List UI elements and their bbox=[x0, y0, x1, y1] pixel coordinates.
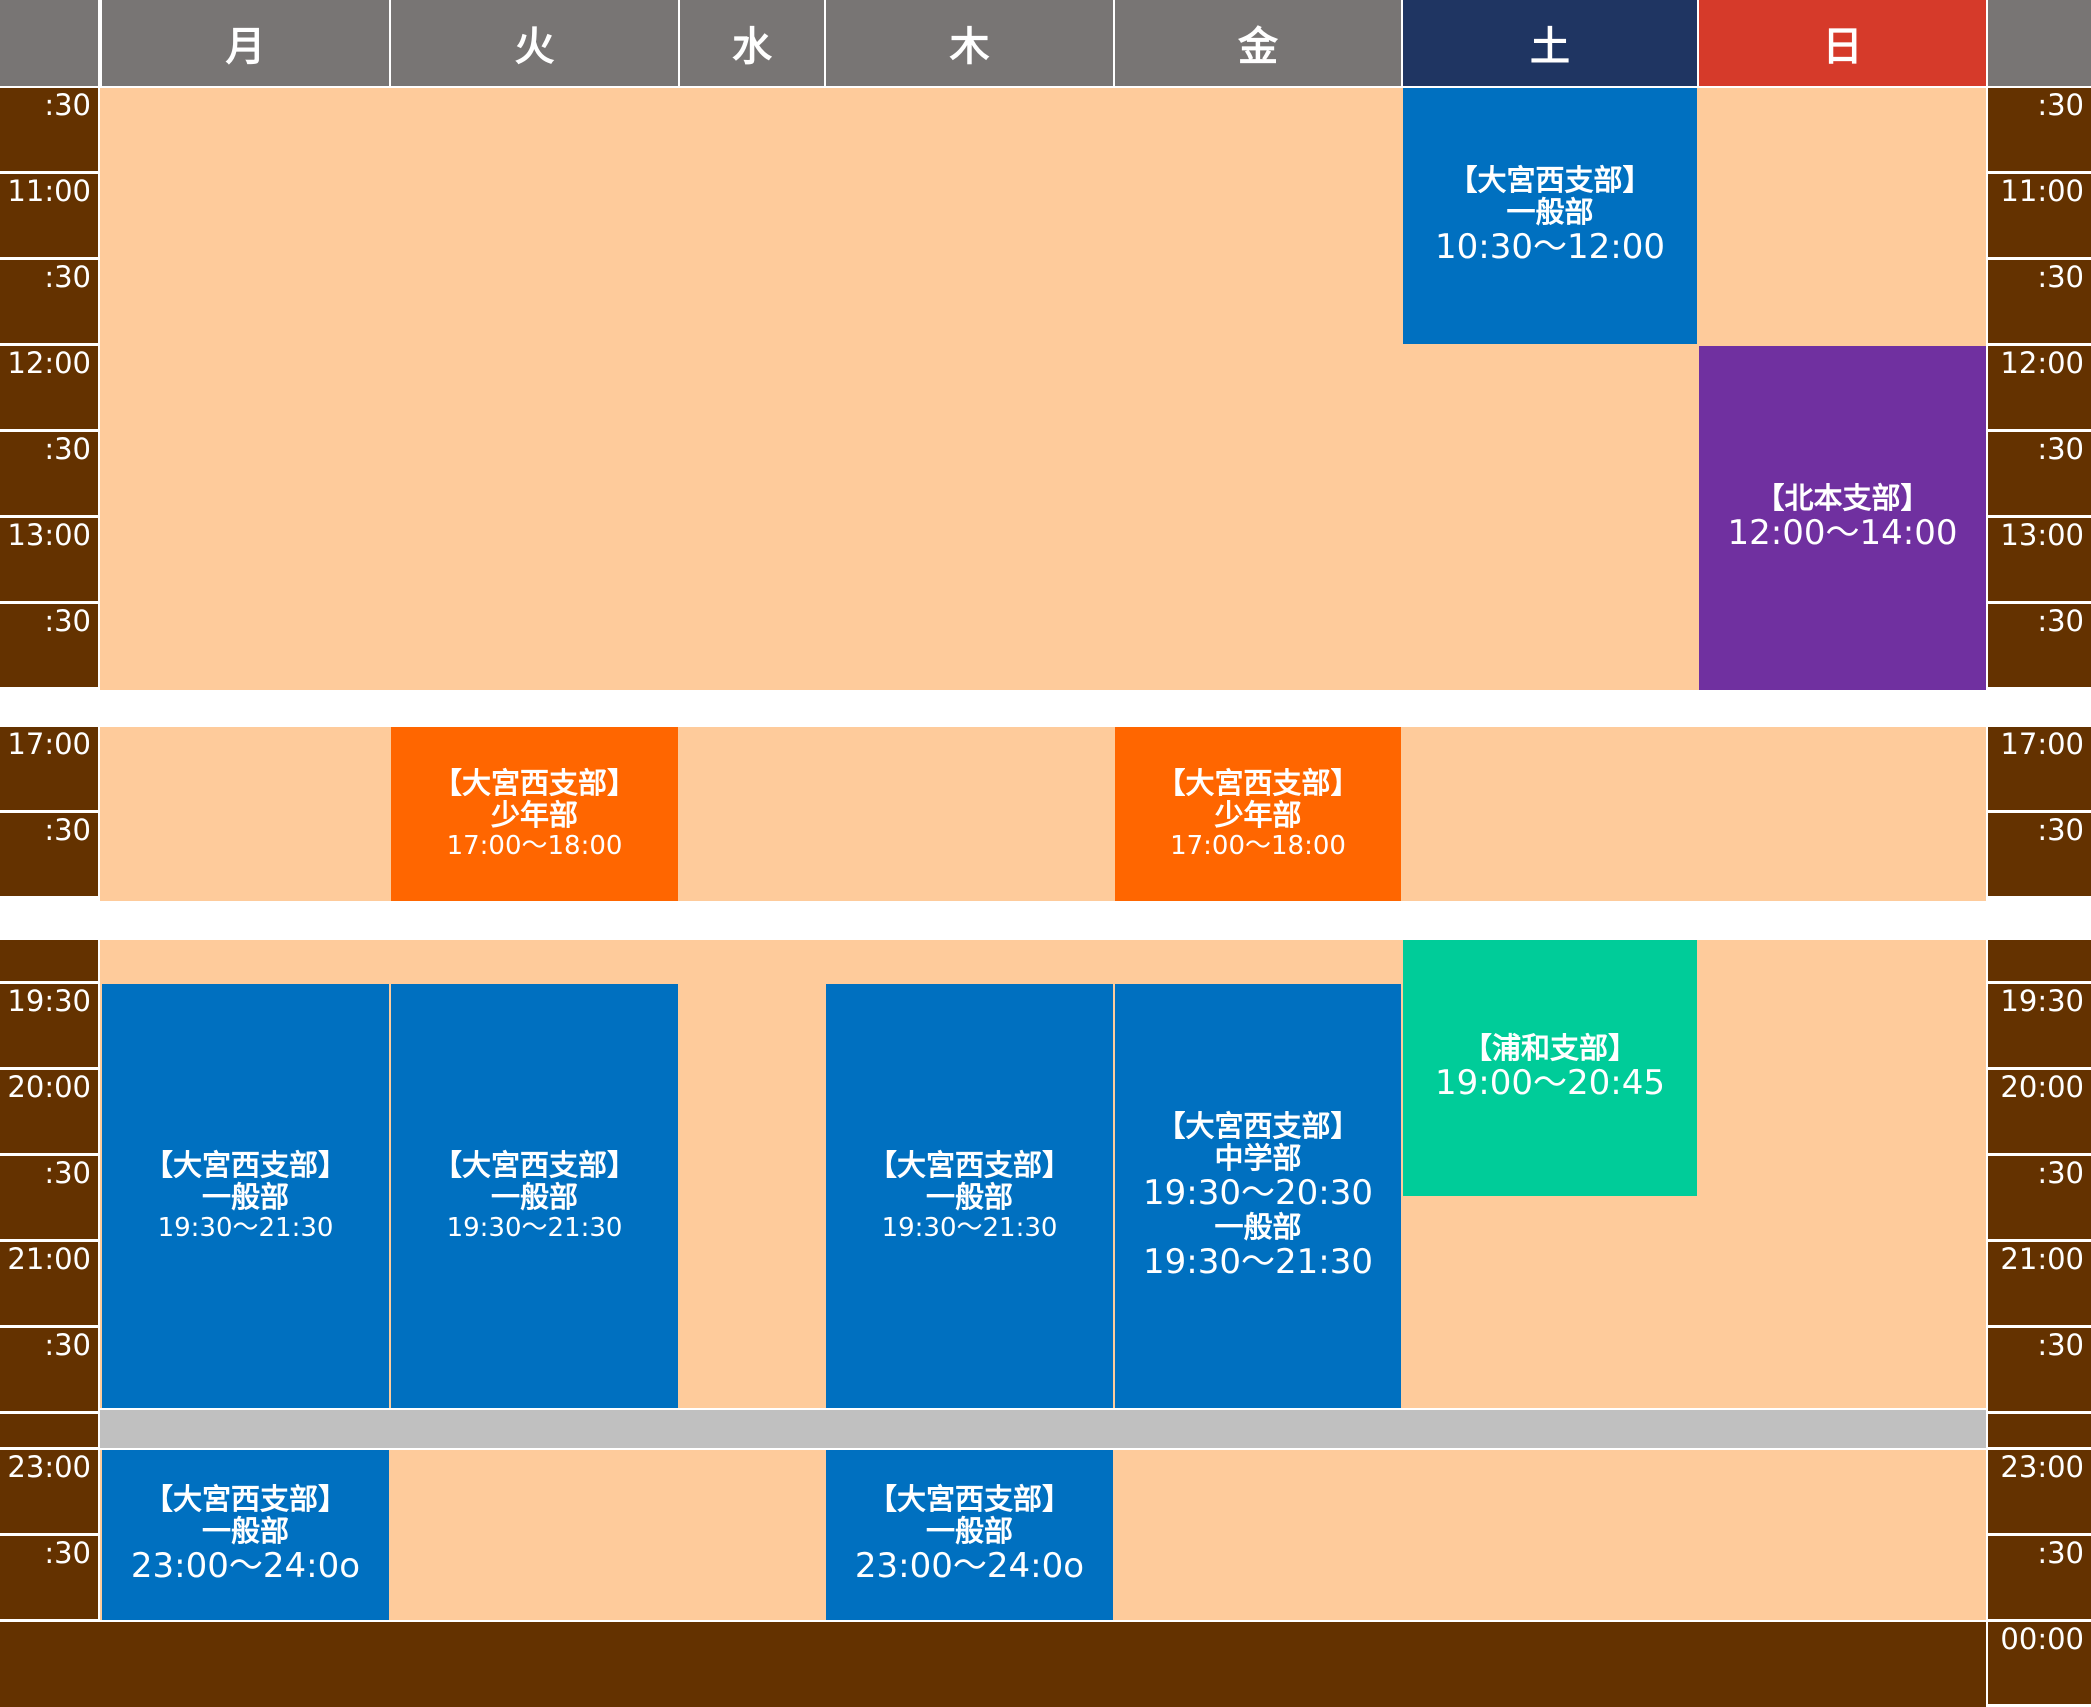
time-label-left: :30 bbox=[0, 1328, 98, 1414]
event-branch: 【浦和支部】 bbox=[1462, 1031, 1637, 1066]
schedule-event: 【浦和支部】19:00〜20:45 bbox=[1403, 940, 1697, 1196]
time-label-right bbox=[1988, 940, 2091, 984]
time-label-left bbox=[0, 940, 98, 984]
empty-slot-area bbox=[100, 727, 1986, 901]
event-time: 23:00〜24:0o bbox=[130, 1546, 361, 1587]
time-label-left: :30 bbox=[0, 260, 98, 346]
event-branch: 【大宮西支部】 bbox=[1156, 765, 1360, 800]
event-time: 19:00〜20:45 bbox=[1435, 1063, 1665, 1104]
time-label-right: :30 bbox=[1988, 432, 2091, 518]
event-class: 一般部 bbox=[490, 1179, 578, 1214]
time-label-left: :30 bbox=[0, 1536, 98, 1622]
break-bar bbox=[100, 1410, 1986, 1448]
day-header-5: 金 bbox=[1115, 0, 1401, 86]
event-class: 一般部 bbox=[201, 1514, 289, 1549]
time-label-right bbox=[1988, 1414, 2091, 1450]
time-label-left: 21:00 bbox=[0, 1242, 98, 1328]
time-label-right: 00:00 bbox=[1988, 1622, 2091, 1707]
day-header-1: 月 bbox=[102, 0, 389, 86]
time-label-right: 12:00 bbox=[1988, 346, 2091, 432]
time-label-left: :30 bbox=[0, 1156, 98, 1242]
event-time: 23:00〜24:0o bbox=[854, 1546, 1085, 1587]
time-label-right: :30 bbox=[1988, 1156, 2091, 1242]
time-label-right: :30 bbox=[1988, 604, 2091, 690]
schedule-event: 【北本支部】12:00〜14:00 bbox=[1699, 346, 1986, 690]
time-label-left: 13:00 bbox=[0, 518, 98, 604]
time-label-right: 19:30 bbox=[1988, 984, 2091, 1070]
time-label-left: 19:30 bbox=[0, 984, 98, 1070]
event-time: 12:00〜14:00 bbox=[1727, 513, 1958, 554]
event-time: 19:30〜21:30 bbox=[157, 1212, 334, 1243]
day-header-3: 水 bbox=[680, 0, 824, 86]
event-time: 17:00〜18:00 bbox=[446, 830, 623, 861]
time-label-left bbox=[0, 1414, 98, 1450]
event-class: 一般部 bbox=[925, 1179, 1013, 1214]
event-time: 19:30〜21:30 bbox=[446, 1212, 623, 1243]
event-class: 一般部 bbox=[1214, 1209, 1302, 1244]
event-branch: 【大宮西支部】 bbox=[1448, 163, 1652, 198]
time-label-left: :30 bbox=[0, 88, 98, 174]
day-header-4: 木 bbox=[826, 0, 1113, 86]
time-label-left: 20:00 bbox=[0, 1070, 98, 1156]
time-label-left: 17:00 bbox=[0, 727, 98, 813]
time-label-right: :30 bbox=[1988, 813, 2091, 899]
time-label-right: :30 bbox=[1988, 1328, 2091, 1414]
time-label-left: 11:00 bbox=[0, 174, 98, 260]
event-branch: 【大宮西支部】 bbox=[432, 1147, 636, 1182]
event-class: 少年部 bbox=[1214, 797, 1302, 832]
event-time: 17:00〜18:00 bbox=[1170, 830, 1346, 861]
time-label-right: 21:00 bbox=[1988, 1242, 2091, 1328]
header-corner-right bbox=[1988, 0, 2091, 86]
time-label-left: 12:00 bbox=[0, 346, 98, 432]
time-label-right: 11:00 bbox=[1988, 174, 2091, 260]
event-class: 中学部 bbox=[1214, 1140, 1302, 1175]
event-branch: 【北本支部】 bbox=[1755, 481, 1930, 516]
day-header-7: 日 bbox=[1699, 0, 1986, 86]
day-header-2: 火 bbox=[391, 0, 678, 86]
event-time: 19:30〜21:30 bbox=[1143, 1241, 1373, 1282]
event-branch: 【大宮西支部】 bbox=[867, 1482, 1071, 1517]
event-branch: 【大宮西支部】 bbox=[867, 1147, 1071, 1182]
day-header-6: 土 bbox=[1403, 0, 1697, 86]
event-branch: 【大宮西支部】 bbox=[1156, 1108, 1360, 1143]
header-corner-left bbox=[0, 0, 98, 86]
time-label-right: 13:00 bbox=[1988, 518, 2091, 604]
time-label-left: :30 bbox=[0, 432, 98, 518]
time-label-right: :30 bbox=[1988, 88, 2091, 174]
event-time: 19:30〜20:30 bbox=[1143, 1172, 1373, 1213]
event-class: 一般部 bbox=[925, 1514, 1013, 1549]
event-branch: 【大宮西支部】 bbox=[432, 765, 636, 800]
event-time: 19:30〜21:30 bbox=[881, 1212, 1058, 1243]
event-branch: 【大宮西支部】 bbox=[143, 1482, 347, 1517]
time-label-right: :30 bbox=[1988, 1536, 2091, 1622]
time-label-left: :30 bbox=[0, 604, 98, 690]
event-time: 10:30〜12:00 bbox=[1435, 227, 1665, 268]
time-label-right: 20:00 bbox=[1988, 1070, 2091, 1156]
event-class: 一般部 bbox=[201, 1179, 289, 1214]
event-branch: 【大宮西支部】 bbox=[143, 1147, 347, 1182]
time-label-right: 17:00 bbox=[1988, 727, 2091, 813]
time-label-left: 23:00 bbox=[0, 1450, 98, 1536]
time-label-right: 23:00 bbox=[1988, 1450, 2091, 1536]
time-label-left: :30 bbox=[0, 813, 98, 899]
event-class: 少年部 bbox=[490, 797, 578, 832]
closing-bar bbox=[0, 1622, 1986, 1707]
event-class: 一般部 bbox=[1506, 195, 1594, 230]
time-label-right: :30 bbox=[1988, 260, 2091, 346]
